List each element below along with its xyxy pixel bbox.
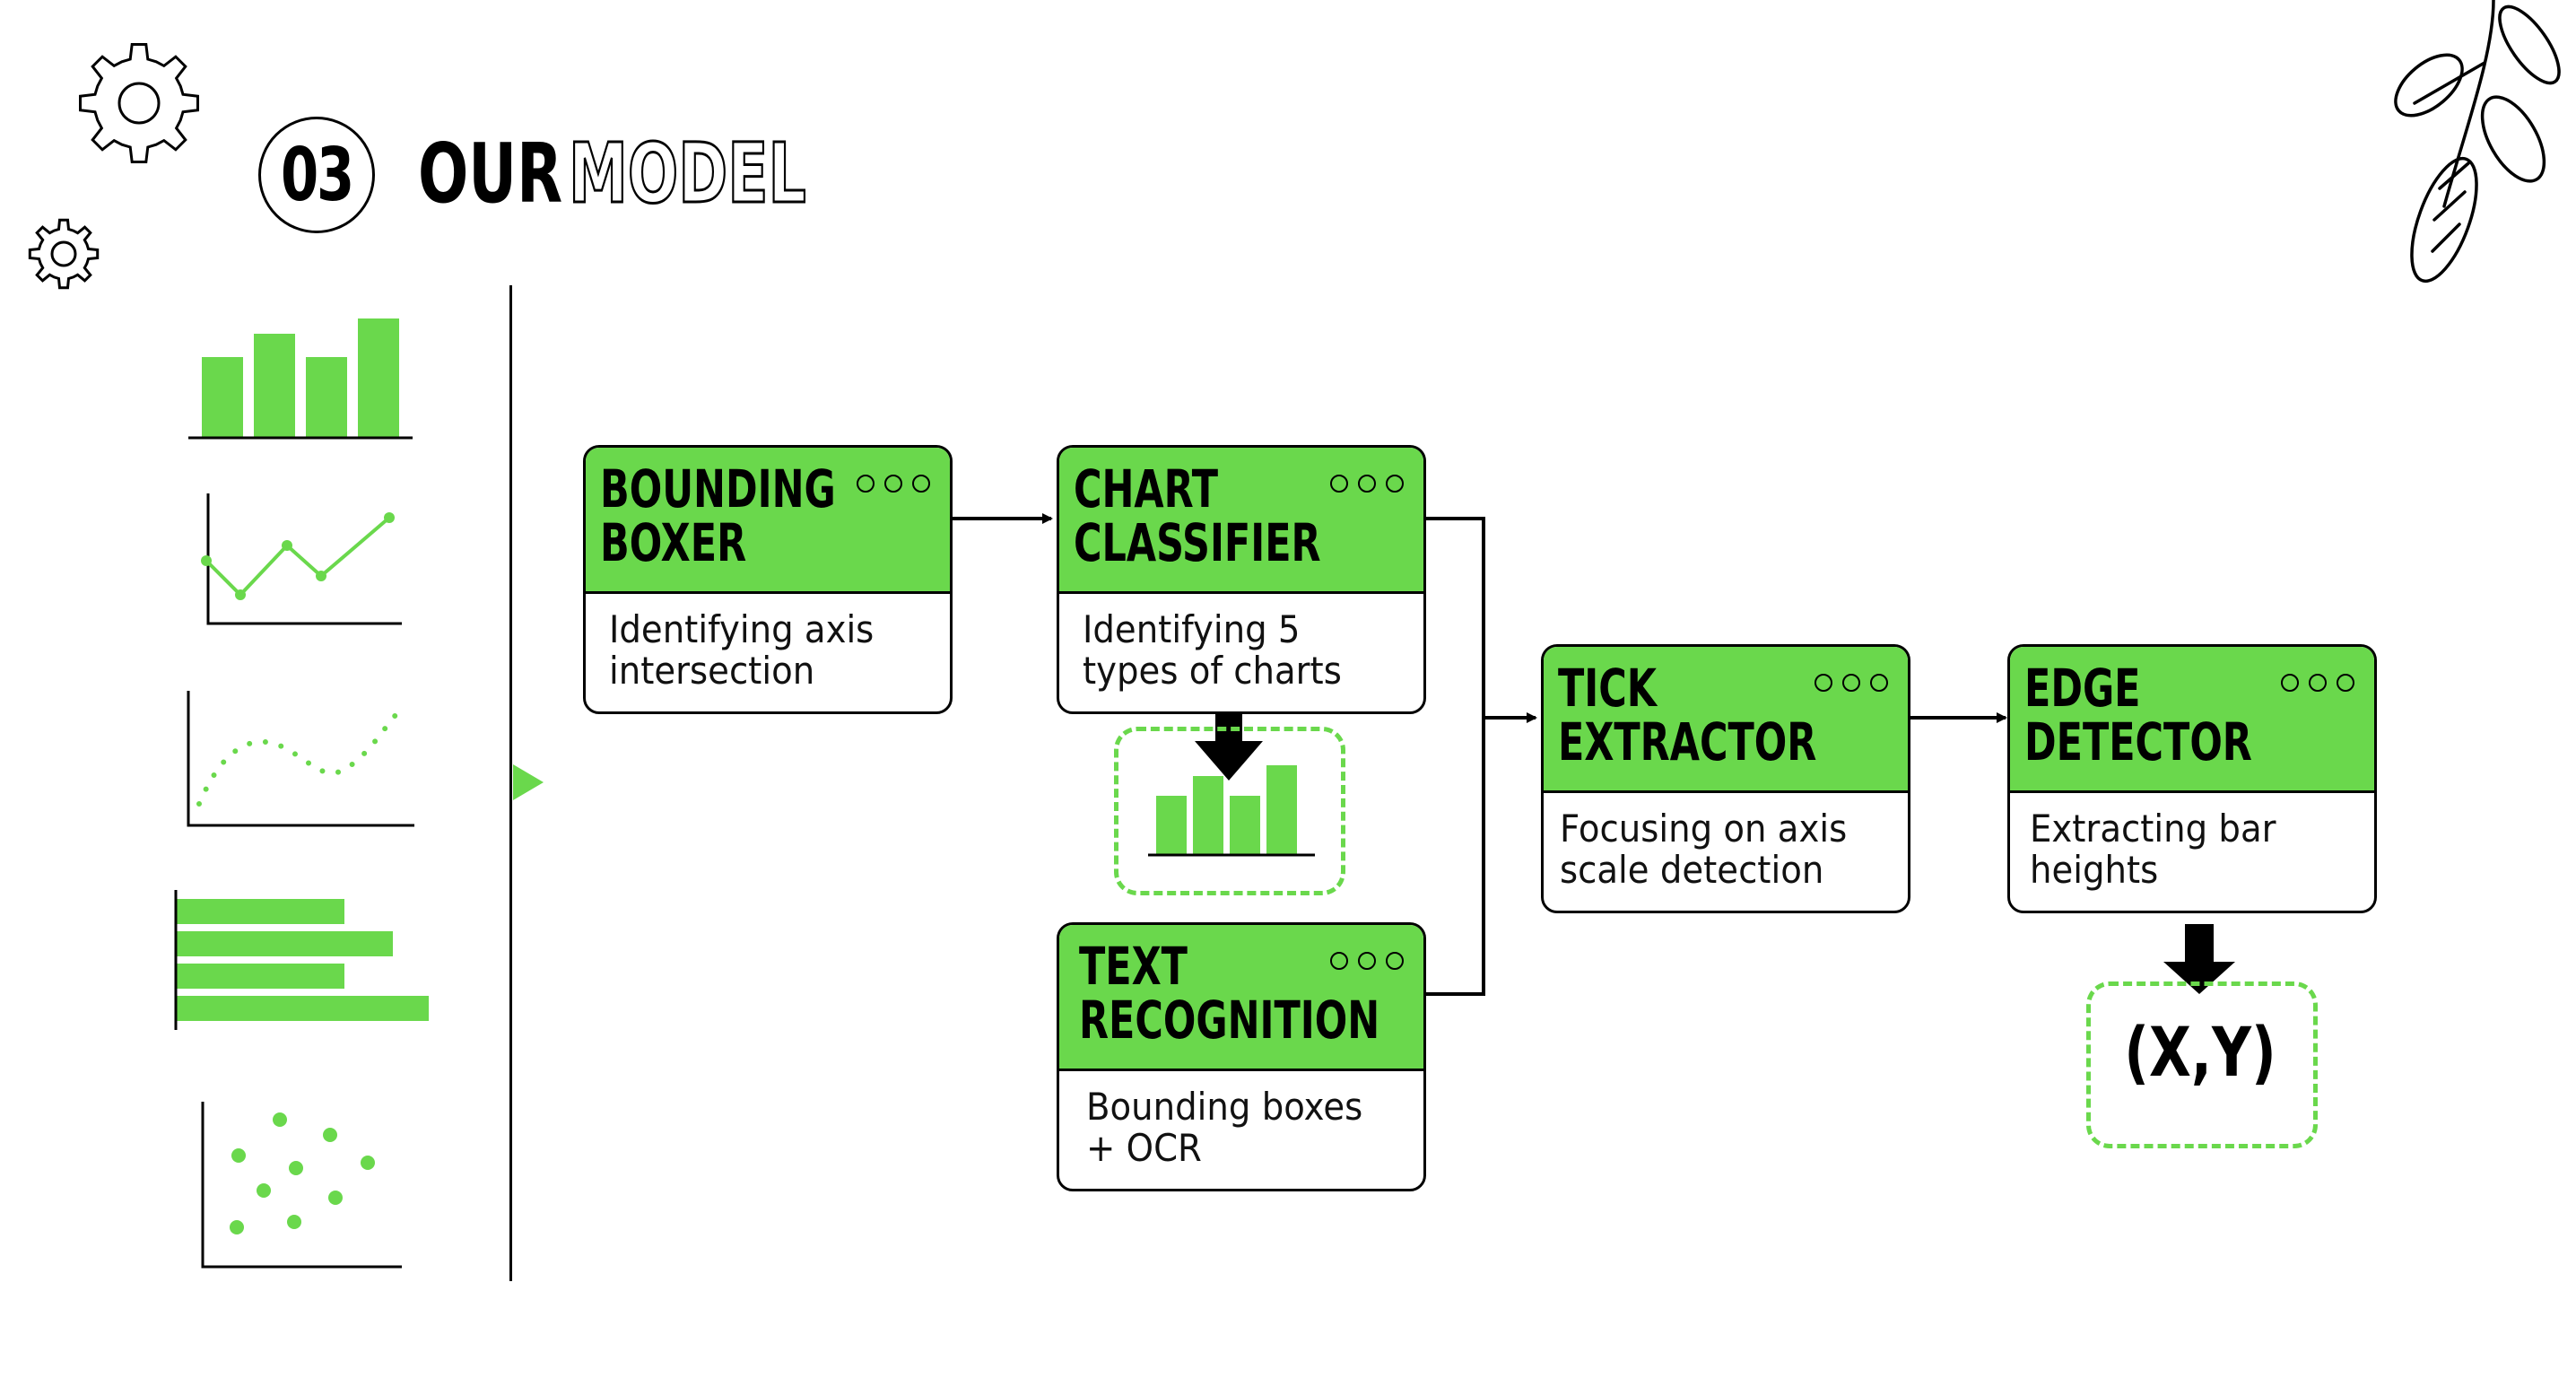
- section-number: 03: [258, 117, 375, 233]
- bar-chart-icon: [188, 318, 413, 440]
- vertical-divider: [509, 285, 512, 1281]
- window-dots-icon: [857, 475, 930, 493]
- text-recognition-description: Bounding boxes + OCR: [1086, 1085, 1363, 1170]
- window-dots-icon: [1330, 952, 1404, 970]
- bounding-boxer-card: BOUNDING BOXER Identifying axis intersec…: [583, 445, 953, 714]
- page-title-outline: MODEL: [568, 125, 807, 223]
- section-number-label: 03: [280, 132, 354, 218]
- leaf-branch-icon: [2394, 0, 2561, 284]
- down-arrow-edge: [2163, 924, 2235, 994]
- window-dots-icon: [1815, 674, 1888, 692]
- bounding-boxer-title: BOUNDING BOXER: [600, 458, 836, 573]
- edge-detector-title: EDGE DETECTOR: [2024, 658, 2252, 772]
- output-box: [2086, 981, 2318, 1148]
- text-recognition-title: TEXT RECOGNITION: [1079, 936, 1380, 1051]
- chart-classifier-description: Identifying 5 types of charts: [1083, 607, 1342, 693]
- gear-icon-large: [79, 43, 199, 163]
- scatter-chart-icon: [201, 1102, 402, 1269]
- edge-detector-card: EDGE DETECTOR Extracting bar heights: [2007, 644, 2377, 913]
- pointer-triangle-icon: [513, 764, 544, 800]
- page-title: OUR MODEL: [418, 125, 807, 224]
- classifier-bar-chart-icon: [1148, 765, 1315, 857]
- gear-icon-small: [28, 218, 100, 290]
- page-title-solid: OUR: [418, 126, 563, 222]
- bounding-boxer-description: Identifying axis intersection: [609, 607, 875, 693]
- tick-extractor-description: Focusing on axis scale detection: [1560, 807, 1848, 892]
- window-dots-icon: [2281, 674, 2354, 692]
- classifier-output-box: [1114, 727, 1345, 895]
- chart-classifier-card: CHART CLASSIFIER Identifying 5 types of …: [1057, 445, 1426, 714]
- chart-classifier-title: CHART CLASSIFIER: [1074, 458, 1321, 573]
- output-label: (X,Y): [2124, 1012, 2276, 1092]
- tick-extractor-card: TICK EXTRACTOR Focusing on axis scale de…: [1541, 644, 1910, 913]
- dotted-line-chart-icon: [187, 691, 414, 827]
- tick-extractor-title: TICK EXTRACTOR: [1558, 658, 1817, 772]
- line-chart-icon: [201, 493, 402, 625]
- window-dots-icon: [1330, 475, 1404, 493]
- chart-types-column: [174, 318, 429, 1269]
- text-recognition-card: TEXT RECOGNITION Bounding boxes + OCR: [1057, 922, 1426, 1191]
- horizontal-bar-chart-icon: [174, 890, 429, 1030]
- edge-detector-description: Extracting bar heights: [2030, 807, 2276, 892]
